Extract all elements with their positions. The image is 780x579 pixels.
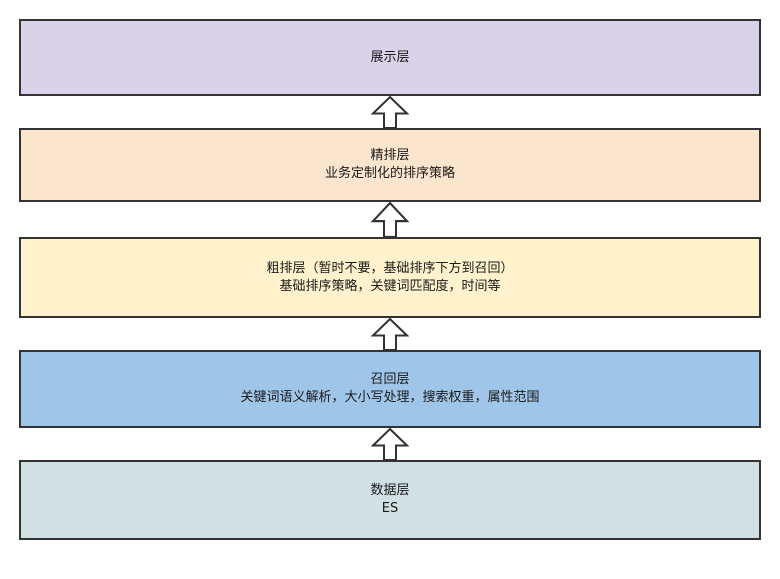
layer-subtitle: ES bbox=[381, 501, 399, 516]
layer-box-coarse-ranking: 粗排层（暂时不要，基础排序下方到召回） 基础排序策略，关键词匹配度，时间等 bbox=[19, 237, 761, 318]
up-arrow-shape bbox=[371, 202, 409, 237]
layer-title: 召回层 bbox=[370, 372, 410, 387]
layer-box-fine-ranking: 精排层 业务定制化的排序策略 bbox=[19, 128, 761, 202]
layer-subtitle: 业务定制化的排序策略 bbox=[324, 166, 455, 181]
up-arrow-shape bbox=[371, 318, 409, 350]
layer-title: 精排层 bbox=[370, 148, 410, 163]
up-arrow-icon bbox=[371, 202, 409, 237]
up-arrow-icon bbox=[371, 318, 409, 350]
arrow-gap bbox=[19, 202, 761, 237]
arrow-gap bbox=[19, 428, 761, 460]
layer-title: 粗排层（暂时不要，基础排序下方到召回） bbox=[266, 260, 514, 276]
layer-title: 数据层 bbox=[370, 483, 410, 498]
up-arrow-icon bbox=[371, 428, 409, 460]
up-arrow-shape bbox=[371, 96, 409, 128]
layer-box-recall: 召回层 关键词语义解析，大小写处理，搜索权重，属性范围 bbox=[19, 350, 761, 428]
layer-box-display: 展示层 bbox=[19, 19, 761, 96]
up-arrow-shape bbox=[371, 428, 409, 460]
layer-subtitle: 基础排序策略，关键词匹配度，时间等 bbox=[279, 278, 501, 294]
up-arrow-icon bbox=[371, 96, 409, 128]
layered-architecture-diagram: 展示层 精排层 业务定制化的排序策略 粗排层（暂时不要，基础排序下方到召回） 基… bbox=[19, 19, 761, 540]
layer-title: 展示层 bbox=[370, 49, 410, 65]
layer-box-data: 数据层 ES bbox=[19, 460, 761, 540]
arrow-gap bbox=[19, 96, 761, 128]
layer-subtitle: 关键词语义解析，大小写处理，搜索权重，属性范围 bbox=[240, 390, 540, 405]
arrow-gap bbox=[19, 318, 761, 350]
